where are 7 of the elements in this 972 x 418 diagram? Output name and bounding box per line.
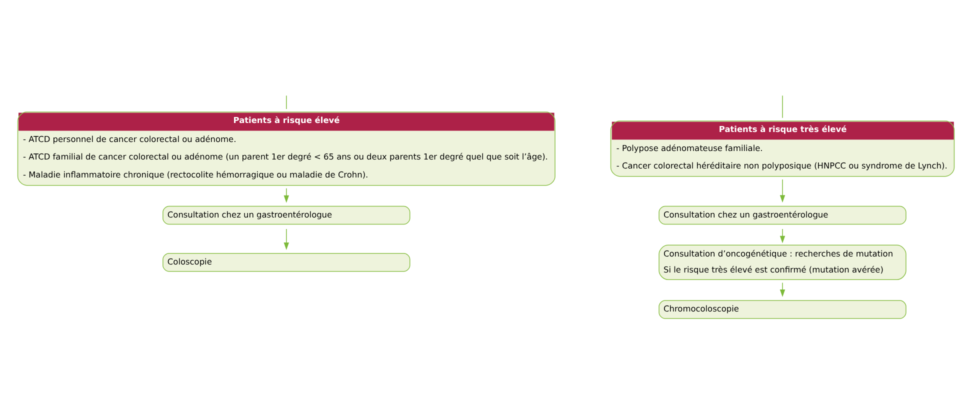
arrow xyxy=(284,188,290,203)
arrow xyxy=(780,282,786,298)
arrow xyxy=(284,228,290,250)
connector xyxy=(782,95,783,118)
arrow xyxy=(780,228,786,244)
arrow xyxy=(780,179,786,203)
connector xyxy=(286,95,287,110)
